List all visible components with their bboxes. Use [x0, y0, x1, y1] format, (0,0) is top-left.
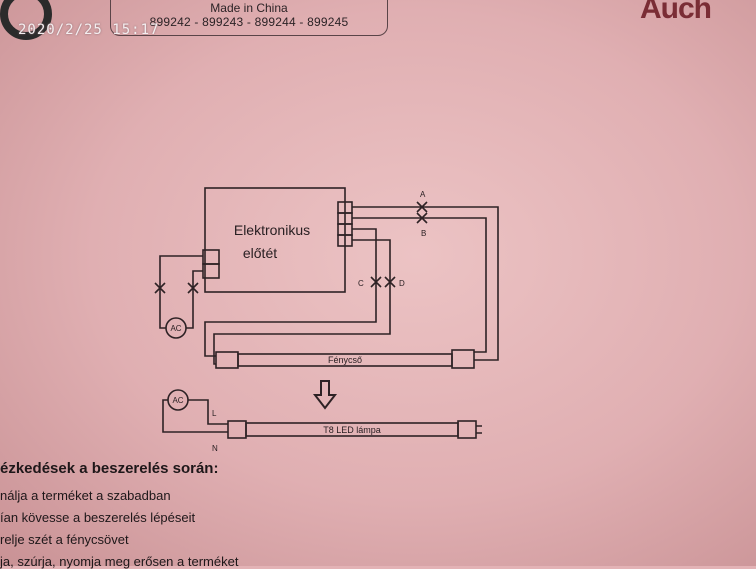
terminal-b-label: B	[421, 229, 426, 238]
tube-left-cap	[215, 351, 239, 369]
cut-mark-icon	[154, 282, 166, 294]
led-tube-label: T8 LED lámpa	[323, 425, 381, 435]
terminal-c-label: C	[358, 279, 364, 288]
wire-c	[204, 228, 377, 357]
brand-logo-icon	[0, 0, 52, 40]
cut-mark-icon	[187, 282, 199, 294]
cut-mark-icon	[416, 201, 428, 213]
ballast-label-line2: előtét	[243, 245, 277, 261]
instructions-heading: ézkedések a beszerelés során:	[0, 460, 219, 477]
terminal-a-label: A	[420, 190, 426, 199]
wire-l-label: L	[212, 409, 217, 418]
down-arrow-icon	[312, 380, 338, 410]
wire-b	[352, 217, 487, 353]
instruction-line: relje szét a fénycsövet	[0, 532, 129, 547]
wire-a	[352, 206, 499, 361]
ac-label-top: AC	[170, 324, 181, 333]
cut-mark-icon	[370, 276, 382, 288]
ac-wire-right	[186, 270, 203, 329]
tube-label: Fénycső	[328, 355, 362, 365]
wire-d	[213, 239, 391, 365]
cut-mark-icon	[384, 276, 396, 288]
wire-n-label: N	[212, 444, 218, 453]
instruction-line: nálja a terméket a szabadban	[0, 488, 171, 503]
ballast-label-line1: Elektronikus	[234, 222, 310, 238]
made-in-text: Made in China	[210, 1, 288, 15]
product-codes: 899242 - 899243 - 899244 - 899245	[149, 15, 349, 29]
wire-n	[162, 399, 228, 433]
photo-timestamp: 2020/2/25 15:17	[18, 22, 160, 38]
led-right-cap	[457, 420, 477, 439]
brand-name: Auch	[640, 0, 712, 25]
product-label-box: Made in China 899242 - 899243 - 899244 -…	[110, 0, 388, 36]
cut-mark-icon	[416, 212, 428, 224]
ballast-box	[204, 187, 346, 293]
ac-wire-left	[159, 255, 203, 329]
ac-label-bottom: AC	[172, 396, 183, 405]
tube-right-cap	[451, 349, 475, 369]
terminal-d-label: D	[399, 279, 405, 288]
led-left-cap	[227, 420, 247, 439]
led-pins-icon	[476, 425, 482, 434]
instruction-line: ían kövesse a beszerelés lépéseit	[0, 510, 196, 525]
wire-l	[188, 399, 228, 425]
instruction-line: ja, szúrja, nyomja meg erősen a terméket	[0, 554, 239, 569]
ac-source-icon	[165, 317, 187, 339]
